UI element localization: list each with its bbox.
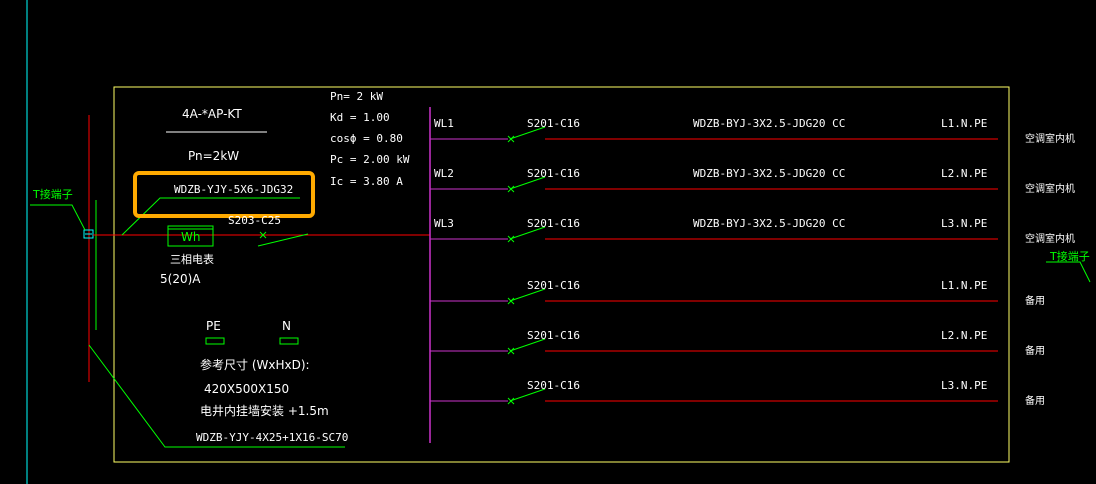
circuit-breaker-contact: [509, 338, 546, 352]
circuit-row[interactable]: S201-C16 L1.N.PE 备用: [430, 279, 1045, 307]
circuit-phase-label: L1.N.PE: [941, 117, 987, 130]
circuit-breaker-x2: [507, 297, 515, 305]
circuit-breaker-label: S201-C16: [527, 217, 580, 230]
circuit-load-label: 备用: [1025, 394, 1045, 407]
circuit-row[interactable]: WL3 S201-C16 WDZB-BYJ-3X2.5-JDG20 CC L3.N.P…: [430, 217, 1075, 245]
left-terminal-leader: [30, 204, 86, 231]
calc-pn: Pn= 2 kW: [330, 90, 383, 103]
circuit-breaker-label: S201-C16: [527, 329, 580, 342]
size-title: 参考尺寸 (WxHxD):: [200, 357, 310, 372]
circuit-breaker-contact: [509, 176, 546, 190]
panel-frame: [113, 86, 1010, 463]
circuit-load-label: 备用: [1025, 294, 1045, 307]
circuit-load-label: 空调室内机: [1025, 232, 1075, 245]
circuit-cable-label: WDZB-BYJ-3X2.5-JDG20 CC: [693, 117, 845, 130]
circuit-breaker-label: S201-C16: [527, 167, 580, 180]
meter-name: 三相电表: [170, 252, 214, 266]
circuit-breaker-x2: [507, 347, 515, 355]
circuit-id: WL2: [434, 167, 454, 180]
circuit-row[interactable]: S201-C16 L2.N.PE 备用: [430, 329, 1045, 357]
circuit-row[interactable]: WL1 S201-C16 WDZB-BYJ-3X2.5-JDG20 CC L1.N.P…: [430, 117, 1075, 145]
pe-label: PE: [206, 319, 221, 333]
circuit-breaker-contact: [509, 226, 546, 240]
n-label: N: [282, 319, 291, 333]
energy-meter-label: Wh: [181, 230, 200, 244]
install-note: 电井内挂墙安装 +1.5m: [200, 403, 329, 418]
circuit-load-label: 空调室内机: [1025, 182, 1075, 195]
pe-bar: [205, 337, 225, 345]
circuit-breaker-contact: [509, 388, 546, 402]
calc-pc: Pc = 2.00 kW: [330, 153, 410, 166]
right-terminal-leader: [1046, 261, 1091, 283]
feeder-cable-label: WDZB-YJY-4X25+1X16-SC70: [196, 431, 348, 444]
calc-kd: Kd = 1.00: [330, 111, 390, 124]
meter-rating: 5(20)A: [160, 272, 201, 286]
circuit-breaker-label: S201-C16: [527, 117, 580, 130]
right-terminal-label: T接端子: [1049, 250, 1090, 263]
circuit-load-label: 备用: [1025, 344, 1045, 357]
main-breaker-label: S203-C25: [228, 214, 281, 227]
calc-ic: Ic = 3.80 A: [330, 175, 403, 188]
main-breaker-contact: [257, 233, 309, 247]
left-terminal-label: T接端子: [32, 188, 73, 201]
energy-meter-box[interactable]: [167, 225, 214, 247]
circuit-cable-label: WDZB-BYJ-3X2.5-JDG20 CC: [693, 167, 845, 180]
circuit-breaker-x2: [507, 135, 515, 143]
circuit-row[interactable]: S201-C16 L3.N.PE 备用: [430, 379, 1045, 407]
circuit-breaker-x2: [507, 185, 515, 193]
circuit-load-label: 空调室内机: [1025, 132, 1075, 145]
circuit-phase-label: L3.N.PE: [941, 217, 987, 230]
circuit-id: WL3: [434, 217, 454, 230]
circuit-phase-label: L1.N.PE: [941, 279, 987, 292]
panel-name: 4A-*AP-KT: [182, 107, 242, 121]
circuit-breaker-x2: [507, 235, 515, 243]
circuit-phase-label: L2.N.PE: [941, 167, 987, 180]
incoming-cable-leader: [121, 197, 300, 236]
circuit-breaker-contact: [509, 126, 546, 140]
incoming-cable-label: WDZB-YJY-5X6-JDG32: [174, 183, 293, 196]
circuit-breaker-x2: [507, 397, 515, 405]
circuit-phase-label: L2.N.PE: [941, 329, 987, 342]
main-breaker-x2: [259, 231, 267, 239]
circuit-breaker-contact: [509, 288, 546, 302]
circuit-breaker-label: S201-C16: [527, 279, 580, 292]
feeder-cable-leader: [88, 344, 345, 448]
t-terminal-symbol[interactable]: [83, 229, 94, 239]
circuit-cable-label: WDZB-BYJ-3X2.5-JDG20 CC: [693, 217, 845, 230]
incoming-cable-highlight[interactable]: [133, 171, 315, 218]
size-value: 420X500X150: [204, 382, 289, 396]
circuit-row[interactable]: WL2 S201-C16 WDZB-BYJ-3X2.5-JDG20 CC L2.N.P…: [430, 167, 1075, 195]
panel-total-power: Pn=2kW: [188, 149, 239, 163]
calc-cos: cosϕ = 0.80: [330, 132, 403, 145]
n-bar: [279, 337, 299, 345]
circuit-id: WL1: [434, 117, 454, 130]
circuit-breaker-label: S201-C16: [527, 379, 580, 392]
circuit-phase-label: L3.N.PE: [941, 379, 987, 392]
